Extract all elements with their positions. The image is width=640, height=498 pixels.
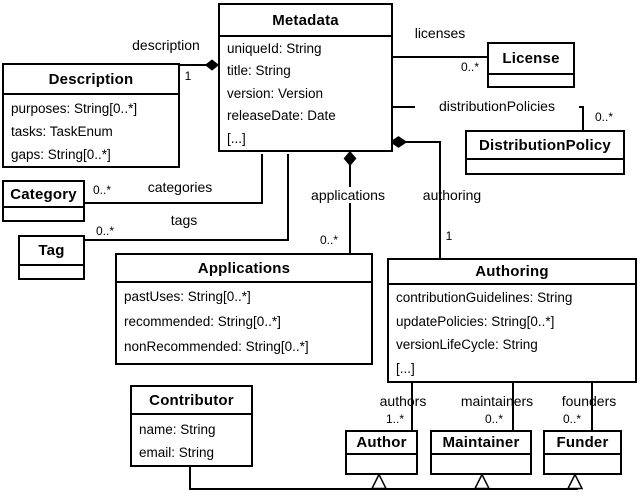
- attribute: tasks: TaskEnum: [11, 124, 113, 139]
- association-label-tags: tags: [170, 212, 198, 228]
- class-maintainer: Maintainer: [430, 430, 532, 475]
- association-line-authoring: [404, 141, 441, 259]
- class-contributor: Contributor name: String email: String: [130, 385, 253, 467]
- multiplicity-maintainers: 0..*: [484, 412, 503, 426]
- attribute: email: String: [139, 445, 215, 460]
- class-authoring-name: Authoring: [389, 260, 635, 285]
- generalization-line-contributor: [189, 466, 578, 490]
- association-label-maintainers: maintainers: [460, 393, 534, 409]
- class-distribution-policy: DistributionPolicy: [465, 130, 625, 175]
- class-applications: Applications pastUses: String[0..*] reco…: [115, 253, 373, 365]
- multiplicity-founders: 0..*: [562, 412, 581, 426]
- class-contributor-attributes: name: String email: String: [132, 415, 251, 464]
- association-line-tags: [84, 154, 289, 241]
- class-author: Author: [345, 430, 418, 475]
- association-line-categories: [84, 154, 263, 204]
- association-label-description: description: [132, 37, 200, 53]
- association-label-authors: authors: [379, 393, 427, 409]
- empty-compartment: [20, 266, 83, 278]
- class-tag-name: Tag: [20, 237, 83, 266]
- multiplicity-tags: 0..*: [95, 224, 114, 238]
- empty-compartment: [545, 455, 620, 473]
- attribute: version: Version: [227, 85, 324, 101]
- class-distribution-policy-name: DistributionPolicy: [467, 132, 623, 160]
- multiplicity-authors: 1..*: [385, 412, 404, 426]
- association-label-applications: applications: [299, 187, 397, 203]
- attribute: nonRecommended: String[0..*]: [124, 339, 309, 354]
- class-authoring-attributes: contributionGuidelines: String updatePol…: [389, 285, 635, 381]
- class-author-name: Author: [347, 432, 416, 455]
- attribute: uniqueId: String: [227, 41, 322, 56]
- attribute: releaseDate: Date: [227, 108, 336, 124]
- attribute: purposes: String[0..*]: [11, 101, 138, 116]
- attribute: name: String: [139, 422, 216, 437]
- class-contributor-name: Contributor: [132, 387, 251, 415]
- empty-compartment: [4, 208, 83, 220]
- class-license-name: License: [489, 44, 573, 75]
- attribute: versionLifeCycle: String: [396, 337, 538, 353]
- class-description-name: Description: [4, 65, 178, 95]
- empty-compartment: [347, 455, 416, 473]
- class-metadata: Metadata uniqueId: String title: String …: [218, 3, 393, 152]
- class-applications-name: Applications: [117, 255, 371, 283]
- class-applications-attributes: pastUses: String[0..*] recommended: Stri…: [117, 283, 371, 359]
- multiplicity-authoring: 1: [445, 229, 453, 243]
- multiplicity-applications: 0..*: [319, 233, 338, 247]
- class-license: License: [487, 42, 575, 88]
- empty-compartment: [467, 160, 623, 173]
- generalization-triangle-funder: [566, 472, 584, 490]
- association-label-founders: founders: [561, 393, 617, 409]
- multiplicity-distribution-policies: 0..*: [594, 110, 613, 124]
- class-metadata-attributes: uniqueId: String title: String version: …: [220, 37, 391, 150]
- association-label-licenses: licenses: [414, 25, 466, 41]
- attribute: gaps: String[0..*]: [11, 147, 111, 162]
- class-funder: Funder: [543, 430, 622, 475]
- multiplicity-categories: 0..*: [92, 183, 111, 197]
- generalization-triangle-author: [370, 472, 388, 490]
- attribute: title: String: [227, 63, 291, 79]
- generalization-triangle-maintainer: [473, 472, 491, 490]
- multiplicity-description: 1: [184, 69, 192, 83]
- class-maintainer-name: Maintainer: [432, 432, 530, 455]
- class-metadata-name: Metadata: [220, 5, 391, 37]
- attribute: [...]: [396, 361, 415, 377]
- class-description-attributes: purposes: String[0..*] tasks: TaskEnum g…: [4, 95, 178, 166]
- association-label-authoring: authoring: [422, 187, 482, 203]
- empty-compartment: [489, 75, 573, 86]
- composition-diamond-description: [204, 59, 220, 71]
- class-category-name: Category: [4, 182, 83, 208]
- composition-diamond-applications: [343, 150, 357, 167]
- empty-compartment: [432, 455, 530, 473]
- class-authoring: Authoring contributionGuidelines: String…: [387, 258, 637, 383]
- attribute: [...]: [227, 130, 246, 146]
- multiplicity-licenses: 0..*: [460, 60, 479, 74]
- association-label-categories: categories: [147, 179, 213, 195]
- attribute: updatePolicies: String[0..*]: [396, 313, 555, 329]
- association-label-distribution-policies: distributionPolicies: [415, 98, 579, 114]
- class-category: Category: [2, 180, 85, 222]
- attribute: contributionGuidelines: String: [396, 290, 573, 305]
- composition-diamond-authoring: [389, 136, 408, 148]
- attribute: pastUses: String[0..*]: [124, 289, 251, 304]
- class-tag: Tag: [18, 235, 85, 280]
- attribute: recommended: String[0..*]: [124, 314, 281, 329]
- class-description: Description purposes: String[0..*] tasks…: [2, 63, 180, 168]
- class-funder-name: Funder: [545, 432, 620, 455]
